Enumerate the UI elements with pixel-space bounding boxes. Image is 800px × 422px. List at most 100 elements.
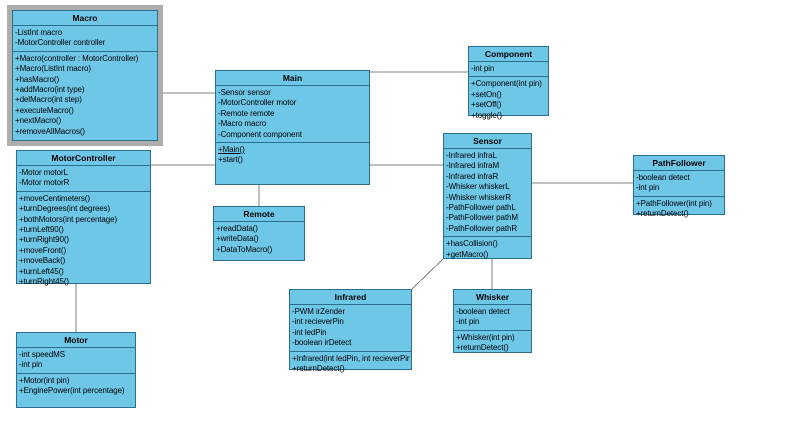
attribute: -int ledPin: [292, 327, 327, 337]
class-box-sensor[interactable]: Sensor-Infrared infraL-Infrared infraM-I…: [443, 133, 532, 259]
operations-compartment-whisker: +Whisker(int pin)+returnDetect(): [454, 331, 531, 356]
operation: +nextMacro(): [15, 116, 62, 126]
operations-compartment-pathfollower: +PathFollower(int pin)+returnDetect(): [634, 197, 724, 222]
operation: +moveFront(): [19, 245, 67, 255]
attribute: -Remote remote: [218, 108, 275, 118]
operation: +turnRight90(): [19, 235, 69, 245]
attributes-compartment-infrared: -PWM irZender-int recieverPin-int ledPin…: [290, 305, 411, 352]
operation: +Component(int pin): [471, 79, 542, 89]
operations-compartment-motor: +Motor(int pin)+EnginePower(int percenta…: [17, 374, 135, 409]
class-name-macro: Macro: [13, 11, 157, 26]
operations-compartment-component: +Component(int pin)+setOn()+setOff()+tog…: [469, 77, 548, 123]
attributes-compartment-main: -Sensor sensor-MotorController motor-Rem…: [216, 86, 369, 144]
attribute: -Macro macro: [218, 119, 267, 129]
attributes-compartment-sensor: -Infrared infraL-Infrared infraM-Infrare…: [444, 149, 531, 238]
class-name-pathfollower: PathFollower: [634, 156, 724, 171]
operation: +addMacro(int type): [15, 85, 85, 95]
operation: +PathFollower(int pin): [636, 198, 712, 208]
attribute: -PathFollower pathR: [446, 223, 518, 233]
class-box-remote[interactable]: Remote+readData()+writeData()+DataToMacr…: [213, 206, 305, 261]
operation: +returnDetect(): [292, 364, 345, 374]
attributes-compartment-component: -int pin: [469, 62, 548, 78]
operation: +setOn(): [471, 89, 502, 99]
operation: +bothMotors(int percentage): [19, 214, 118, 224]
class-name-infrared: Infrared: [290, 290, 411, 305]
operation: +Main(): [218, 145, 245, 155]
operations-compartment-main: +Main()+start(): [216, 143, 369, 186]
attribute: -MotorController controller: [15, 38, 106, 48]
attribute: -Whisker whiskerL: [446, 182, 510, 192]
attribute: -Infrared infraL: [446, 151, 497, 160]
attribute: -ListInt macro: [15, 28, 63, 37]
operation: +hasCollision(): [446, 239, 498, 249]
operation: +turnLeft90(): [19, 225, 64, 235]
operation: +writeData(): [216, 234, 259, 244]
attribute: -int pin: [636, 183, 660, 193]
class-name-sensor: Sensor: [444, 134, 531, 149]
class-name-remote: Remote: [214, 207, 304, 222]
operations-compartment-macro: +Macro(controller : MotorController)+Mac…: [13, 52, 157, 142]
operations-compartment-infrared: +Infrared(int ledPin, int recieverPin)+r…: [290, 352, 411, 377]
attributes-compartment-motorcontroller: -Motor motorL-Motor motorR: [17, 166, 150, 192]
operation: +turnLeft45(): [19, 266, 64, 276]
class-box-pathfollower[interactable]: PathFollower-boolean detect-int pin+Path…: [633, 155, 725, 218]
operation: +delMacro(int step): [15, 95, 82, 105]
attribute: -int pin: [471, 64, 495, 73]
operation: +Macro(controller : MotorController): [15, 53, 139, 63]
operation: +moveCentimeters(): [19, 193, 90, 203]
attribute: -PathFollower pathL: [446, 203, 516, 213]
attribute: -int recieverPin: [292, 317, 344, 327]
class-name-motorcontroller: MotorController: [17, 151, 150, 166]
attributes-compartment-pathfollower: -boolean detect-int pin: [634, 171, 724, 197]
attribute: -boolean detect: [456, 307, 510, 316]
connector-sensor-infrared[interactable]: [411, 258, 444, 290]
class-box-motorcontroller[interactable]: MotorController-Motor motorL-Motor motor…: [16, 150, 151, 286]
attribute: -Sensor sensor: [218, 88, 271, 97]
attribute: -int speedMS: [19, 350, 65, 359]
operation: +readData(): [216, 224, 258, 233]
operation: +Infrared(int ledPin, int recieverPin): [292, 353, 410, 363]
operation: +Whisker(int pin): [456, 332, 515, 342]
class-name-whisker: Whisker: [454, 290, 531, 305]
attribute: -PathFollower pathM: [446, 213, 518, 223]
attributes-compartment-motor: -int speedMS-int pin: [17, 348, 135, 374]
operation: +removeAllMacros(): [15, 126, 85, 136]
class-name-motor: Motor: [17, 333, 135, 348]
operation: +turnDegrees(int degrees): [19, 204, 111, 214]
attribute: -Motor motorL: [19, 168, 68, 177]
attribute: -PWM irZender: [292, 307, 345, 316]
class-box-infrared[interactable]: Infrared-PWM irZender-int recieverPin-in…: [289, 289, 412, 373]
attribute: -Whisker whiskerR: [446, 192, 511, 202]
operation: +moveBack(): [19, 256, 66, 266]
class-box-motor[interactable]: Motor-int speedMS-int pin+Motor(int pin)…: [16, 332, 136, 408]
class-name-component: Component: [469, 47, 548, 62]
class-name-main: Main: [216, 71, 369, 86]
operations-compartment-sensor: +hasCollision()+getMacro(): [444, 237, 531, 262]
operations-compartment-remote: +readData()+writeData()+DataToMacro(): [214, 222, 304, 262]
attribute: -Component component: [218, 129, 302, 139]
attribute: -boolean detect: [636, 173, 690, 182]
class-box-macro[interactable]: Macro-ListInt macro-MotorController cont…: [7, 5, 163, 146]
attributes-compartment-macro: -ListInt macro-MotorController controlle…: [13, 26, 157, 52]
class-box-component[interactable]: Component -int pin +Component(int pin)+set…: [468, 46, 549, 120]
operation: +turnRight45(): [19, 277, 69, 287]
operation: +toggle(): [471, 110, 502, 120]
attribute: -int pin: [456, 317, 480, 327]
attributes-compartment-whisker: -boolean detect-int pin: [454, 305, 531, 331]
operation: +start(): [218, 155, 243, 165]
operation: +Motor(int pin): [19, 375, 70, 385]
class-box-main[interactable]: Main-Sensor sensor-MotorController motor…: [215, 70, 370, 185]
attribute: -Infrared infraM: [446, 161, 500, 171]
attribute: -Motor motorR: [19, 178, 70, 188]
operations-compartment-motorcontroller: +moveCentimeters()+turnDegrees(int degre…: [17, 192, 150, 290]
operation: +executeMacro(): [15, 105, 74, 115]
operation: +DataToMacro(): [216, 244, 273, 254]
attribute: -MotorController motor: [218, 98, 297, 108]
operation: +returnDetect(): [636, 209, 689, 219]
operation: +hasMacro(): [15, 74, 60, 84]
attribute: -boolean irDetect: [292, 338, 352, 348]
class-box-whisker[interactable]: Whisker-boolean detect-int pin+Whisker(i…: [453, 289, 532, 353]
attribute: -int pin: [19, 360, 43, 370]
operation: +returnDetect(): [456, 343, 509, 353]
